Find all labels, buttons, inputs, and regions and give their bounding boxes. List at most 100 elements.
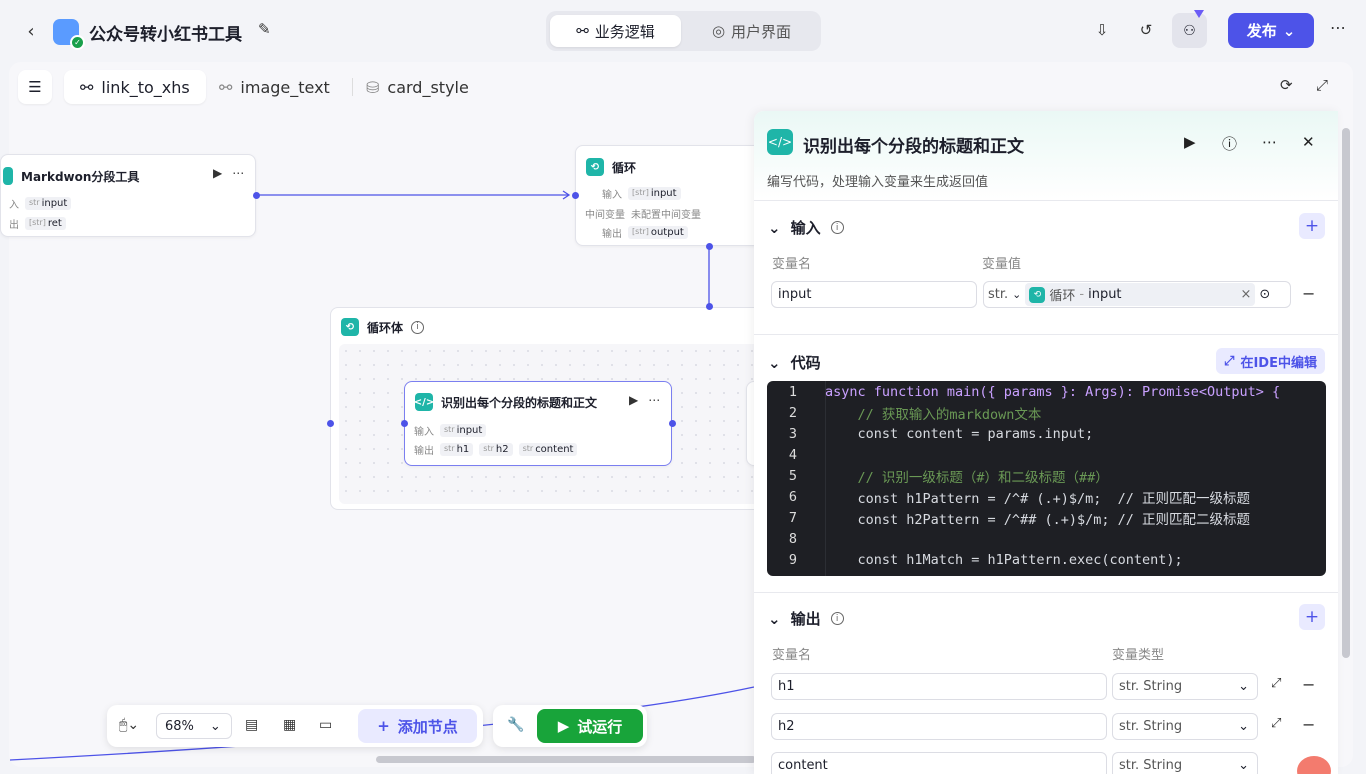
panel-description[interactable]: 编写代码，处理输入变量来生成返回值 [767, 175, 989, 190]
back-arrow-icon[interactable]: ‹ [27, 20, 35, 42]
wf-tab-image-text[interactable]: ⚯ image_text [203, 70, 346, 104]
code-line[interactable]: 2 // 获取输入的markdown文本 [767, 402, 1326, 423]
code-line[interactable]: 4 [767, 444, 1326, 465]
output-var-name-field[interactable]: content [771, 752, 1107, 774]
app-icon: ✓ [53, 19, 85, 50]
tab-user-interface[interactable]: ◎ 用户界面 [686, 15, 817, 47]
history-icon[interactable]: ↺ [1139, 21, 1153, 39]
input-var-value-field[interactable]: str. ⌄ ⟲ 循环 - input × ⊙ [983, 281, 1291, 308]
help-icon[interactable]: ⓘ [1222, 135, 1238, 153]
code-line[interactable]: 9 const h1Match = h1Pattern.exec(content… [767, 549, 1326, 570]
info-icon[interactable]: i [830, 221, 844, 234]
collaborators-button[interactable]: ⚇ [1172, 10, 1207, 48]
output-port[interactable] [669, 420, 676, 427]
more-options-icon[interactable]: ⋯ [1330, 18, 1346, 37]
output-var-type-select[interactable]: str. String ⌄ [1112, 673, 1258, 700]
code-line[interactable]: 5 // 识别一级标题（#）和二级标题（##） [767, 465, 1326, 486]
col-var-type: 变量类型 [1112, 648, 1165, 663]
remove-input-icon[interactable]: − [1302, 284, 1316, 303]
add-input-button[interactable]: + [1299, 213, 1325, 239]
param-tag: [str]input [628, 187, 681, 200]
import-icon[interactable]: ⇩ [1095, 21, 1109, 39]
input-var-name-field[interactable]: input [771, 281, 977, 308]
remove-output-icon[interactable]: − [1302, 715, 1316, 734]
layout-icon[interactable]: ▦ [283, 717, 297, 733]
users-icon: ⚇ [1183, 22, 1196, 39]
output-var-name-field[interactable]: h2 [771, 713, 1107, 740]
wf-tab-link-to-xhs[interactable]: ⚯ link_to_xhs [64, 70, 206, 104]
expand-icon: ⤢ [1224, 353, 1235, 369]
output-port[interactable] [253, 192, 260, 199]
play-icon: ▶ [557, 717, 570, 735]
publish-button[interactable]: 发布 ⌄ [1228, 13, 1314, 48]
workflow-list-toggle-icon[interactable]: ☰ [18, 70, 52, 104]
edit-icon[interactable]: ✎ [258, 20, 271, 38]
output-section-header[interactable]: ⌄ 输出 i [768, 608, 844, 629]
panel-title[interactable]: 识别出每个分段的标题和正文 [803, 137, 1024, 157]
code-text: const h1Pattern = /^# (.+)$/m; // 正则匹配一级… [825, 490, 1250, 507]
output-port[interactable] [706, 243, 713, 250]
node-loop[interactable]: ⟲ 循环 输入 [str]input 中间变量 未配置中间变量 输出 [str]… [575, 145, 775, 246]
comment-icon[interactable]: ▤ [245, 717, 259, 733]
add-output-button[interactable]: + [1299, 604, 1325, 630]
wrench-icon[interactable]: 🔧 [507, 717, 525, 733]
output-var-type-select[interactable]: str. String ⌄ [1112, 713, 1258, 740]
output-var-type-select[interactable]: str. String ⌄ [1112, 752, 1258, 774]
ref-separator: - [1079, 287, 1085, 302]
node-more-icon[interactable]: ⋯ [232, 166, 245, 180]
code-section-header[interactable]: ⌄ 代码 [768, 352, 821, 373]
collapse-chevron-icon: ⌄ [768, 353, 781, 372]
info-icon[interactable]: i [411, 320, 425, 334]
input-port[interactable] [706, 303, 713, 310]
ref-chip[interactable]: ⟲ 循环 - input × [1025, 283, 1256, 306]
info-icon[interactable]: i [830, 612, 844, 625]
run-node-icon[interactable]: ▶ [213, 166, 223, 180]
code-line[interactable]: 7 const h2Pattern = /^## (.+)$/m; // 正则匹… [767, 507, 1326, 528]
chevron-down-icon: ⌄ [209, 718, 221, 734]
variable-picker-icon[interactable]: ⊙ [1259, 287, 1271, 302]
run-node-icon[interactable]: ▶ [629, 393, 639, 407]
io-label: 中间变量 [585, 210, 625, 221]
loop-icon: ⟲ [1029, 286, 1046, 303]
code-text: const h1Match = h1Pattern.exec(content); [825, 551, 1183, 568]
input-port[interactable] [401, 420, 408, 427]
input-section-header[interactable]: ⌄ 输入 i [768, 217, 844, 238]
chevron-down-icon: ⌄ [1012, 288, 1022, 301]
zoom-select[interactable]: 68% ⌄ [156, 713, 232, 739]
more-options-icon[interactable]: ⋯ [1262, 133, 1277, 151]
output-var-name-field[interactable]: h1 [771, 673, 1107, 700]
code-line[interactable]: 3 const content = params.input; [767, 423, 1326, 444]
close-icon[interactable]: ✕ [1302, 133, 1315, 151]
tab-business-logic[interactable]: ⚯ 业务逻辑 [550, 15, 681, 47]
expand-icon[interactable]: ⤢ [1271, 676, 1282, 691]
remove-output-icon[interactable]: − [1302, 675, 1316, 694]
node-more-icon[interactable]: ⋯ [648, 393, 661, 407]
chevron-down-icon: ⌄ [1282, 21, 1296, 40]
input-port[interactable] [327, 420, 334, 427]
assistant-avatar[interactable] [1297, 756, 1331, 774]
run-node-icon[interactable]: ▶ [1184, 133, 1196, 151]
code-line[interactable]: 8 [767, 528, 1326, 549]
refresh-icon[interactable]: ⟳ [1280, 76, 1293, 94]
type-select[interactable]: str. [988, 287, 1009, 302]
expand-icon[interactable]: ⤢ [1271, 716, 1282, 731]
minimap-icon[interactable]: ▭ [319, 717, 333, 733]
add-node-button[interactable]: + 添加节点 [358, 709, 477, 743]
panel-scrollbar[interactable] [1342, 128, 1350, 658]
input-port[interactable] [572, 192, 579, 199]
code-line[interactable]: 6 const h1Pattern = /^# (.+)$/m; // 正则匹配… [767, 486, 1326, 507]
edit-in-ide-button[interactable]: ⤢ 在IDE中编辑 [1216, 348, 1325, 374]
mouse-mode-icon[interactable]: 🖱⌄ [119, 717, 140, 733]
clear-icon[interactable]: × [1240, 287, 1252, 302]
wf-tab-card-style[interactable]: ⛁ card_style [350, 70, 485, 104]
divider [754, 200, 1338, 201]
trial-run-button[interactable]: ▶ 试运行 [537, 709, 643, 743]
horizontal-scrollbar[interactable] [376, 756, 756, 763]
expand-icon[interactable]: ⤢ [1316, 76, 1329, 94]
